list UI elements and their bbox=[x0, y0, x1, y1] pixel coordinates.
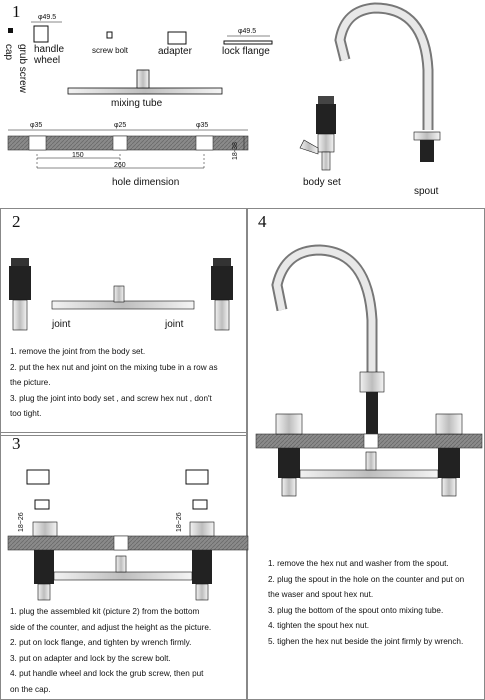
panel3-left-assembly bbox=[26, 469, 58, 601]
panel4-step: 2. plug the spout in the hole on the cou… bbox=[268, 574, 465, 584]
panel3-step: 1. plug the assembled kit (picture 2) fr… bbox=[10, 607, 200, 616]
panel4-right-body bbox=[435, 413, 463, 497]
panel4-mixing-tube bbox=[299, 451, 439, 479]
hole-dimension-drawing bbox=[7, 129, 249, 170]
panel2-mixing-tube bbox=[51, 285, 195, 310]
panel2-left-body bbox=[9, 258, 31, 331]
section-number-4: 4 bbox=[258, 212, 267, 231]
hole-right-label: φ35 bbox=[196, 122, 209, 129]
mixing-tube-label: mixing tube bbox=[111, 98, 163, 109]
panel3-dim-left: 18~26 bbox=[18, 512, 25, 532]
panel2-step: 1. remove the joint from the body set. bbox=[10, 347, 146, 356]
panel4-left-body bbox=[275, 413, 303, 497]
flange-diameter-label: φ49.5 bbox=[238, 28, 257, 35]
grub-screw-label: grub screw bbox=[17, 44, 28, 93]
handle-wheel-label: handle wheel bbox=[34, 44, 65, 66]
cap-part bbox=[8, 28, 13, 33]
panel3-right-assembly bbox=[185, 469, 215, 601]
section-number-2: 2 bbox=[12, 212, 21, 231]
screw-bolt-part bbox=[106, 31, 113, 39]
spout-drawing bbox=[334, 2, 441, 162]
panel4-step: 5. tighen the hex nut beside the joint f… bbox=[268, 636, 464, 646]
span-150-label: 150 bbox=[72, 152, 84, 159]
panel2-right-body bbox=[211, 258, 233, 331]
panel2-steps: 1. remove the joint from the body set. 2… bbox=[10, 344, 218, 422]
panel4-step: the waser and spout hex nut. bbox=[268, 590, 374, 599]
section-number-1: 1 bbox=[12, 2, 21, 21]
panel3-counter bbox=[7, 535, 249, 551]
panel3-step: 3. put on adapter and lock by the screw … bbox=[10, 653, 171, 663]
hole-center-label: φ25 bbox=[114, 122, 127, 129]
mixing-tube-part bbox=[67, 69, 223, 95]
hole-left-label: φ35 bbox=[30, 122, 43, 129]
panel3-mixing-tube bbox=[53, 555, 193, 581]
body-set-label: body set bbox=[303, 177, 341, 188]
lock-flange-label: lock flange bbox=[222, 46, 270, 57]
panel2-step: 3. plug the joint into body set , and sc… bbox=[10, 393, 212, 403]
panel4-spout bbox=[271, 244, 385, 434]
panel4-counter bbox=[255, 433, 483, 449]
panel-2-frame bbox=[0, 208, 248, 436]
lock-flange-part bbox=[223, 35, 273, 45]
panel3-dim-right: 18~26 bbox=[176, 512, 183, 532]
cap-label: cap bbox=[3, 44, 14, 61]
panel2-step: the picture. bbox=[10, 378, 51, 387]
thickness-label: 18-38 bbox=[232, 142, 239, 160]
panel3-step: 4. put handle wheel and lock the grub sc… bbox=[10, 669, 204, 678]
panel4-step: 3. plug the bottom of the spout onto mix… bbox=[268, 605, 444, 615]
panel3-step: on the cap. bbox=[10, 684, 51, 694]
panel3-steps: 1. plug the assembled kit (picture 2) fr… bbox=[10, 604, 211, 697]
screw-bolt-label: screw bolt bbox=[92, 46, 129, 55]
joint-left-label: joint bbox=[52, 319, 71, 330]
body-set-drawing bbox=[299, 96, 336, 171]
joint-right-label: joint bbox=[165, 319, 184, 330]
handle-diameter-label: φ49.5 bbox=[38, 14, 57, 21]
panel4-steps: 1. remove the hex nut and washer from th… bbox=[268, 556, 464, 649]
panel3-step: 2. put on lock flange, and tighten by wr… bbox=[10, 638, 192, 647]
adapter-part bbox=[167, 31, 187, 45]
spout-label: spout bbox=[414, 186, 439, 197]
panel4-step: 1. remove the hex nut and washer from th… bbox=[268, 559, 449, 568]
panel2-step: too tight. bbox=[10, 409, 42, 418]
panel3-step: side of the counter, and adjust the heig… bbox=[10, 622, 212, 632]
hole-dimension-label: hole dimension bbox=[112, 177, 180, 188]
panel2-step: 2. put the hex nut and joint on the mixi… bbox=[10, 362, 218, 372]
panel4-step: 4. tighten the spout hex nut. bbox=[268, 621, 370, 630]
span-260-label: 260 bbox=[114, 162, 126, 169]
section-number-3: 3 bbox=[12, 434, 21, 453]
handle-wheel-part bbox=[31, 21, 62, 43]
adapter-label: adapter bbox=[158, 46, 192, 57]
